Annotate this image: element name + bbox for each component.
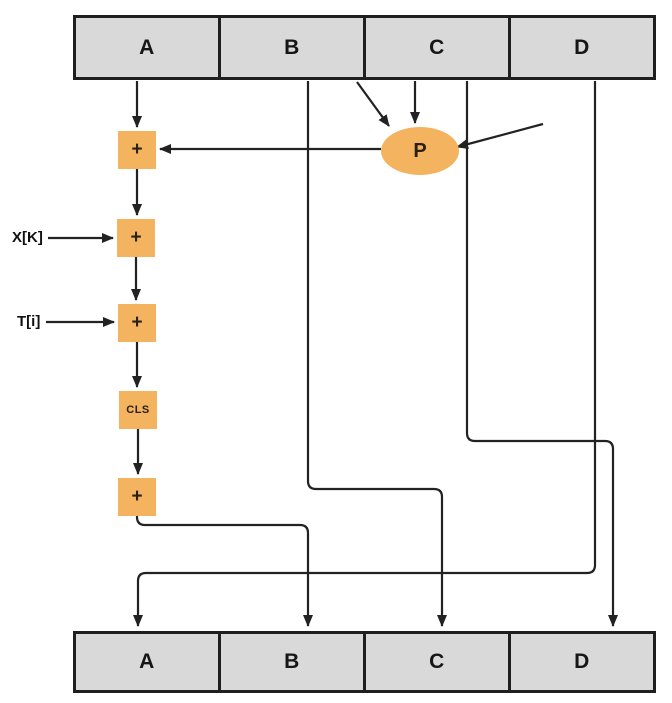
top-cell-b: B bbox=[221, 18, 366, 77]
bottom-row: A B C D bbox=[73, 631, 656, 693]
bottom-cell-b: B bbox=[221, 634, 366, 690]
edge-external-to-p-diagonal bbox=[456, 122, 544, 149]
input-label-ti: T[i] bbox=[17, 313, 41, 330]
edge-add4-to-bottom-b bbox=[135, 516, 313, 627]
cls-node: CLS bbox=[119, 391, 157, 429]
bottom-cell-d: D bbox=[574, 650, 590, 673]
top-cell-d: D bbox=[574, 35, 590, 59]
pool-node: P bbox=[381, 127, 459, 175]
edge-b-to-bottom-c bbox=[306, 81, 447, 627]
top-cell-a: A bbox=[76, 18, 221, 77]
top-cell-c: C bbox=[366, 18, 511, 77]
edge-c-to-bottom-d bbox=[465, 81, 618, 627]
add-node-1: + bbox=[118, 131, 156, 169]
edge-bc-to-p-diagonal bbox=[356, 81, 390, 127]
add-node-output: + bbox=[118, 478, 156, 516]
top-row: A B C D bbox=[73, 15, 656, 80]
add-node-xk: + bbox=[117, 219, 155, 257]
bottom-cell-c: C bbox=[366, 634, 511, 690]
bottom-cell-a: A bbox=[76, 634, 221, 690]
add-node-ti: + bbox=[118, 304, 156, 342]
edge-d-to-bottom-a bbox=[133, 81, 597, 627]
input-label-xk: X[K] bbox=[12, 229, 43, 246]
